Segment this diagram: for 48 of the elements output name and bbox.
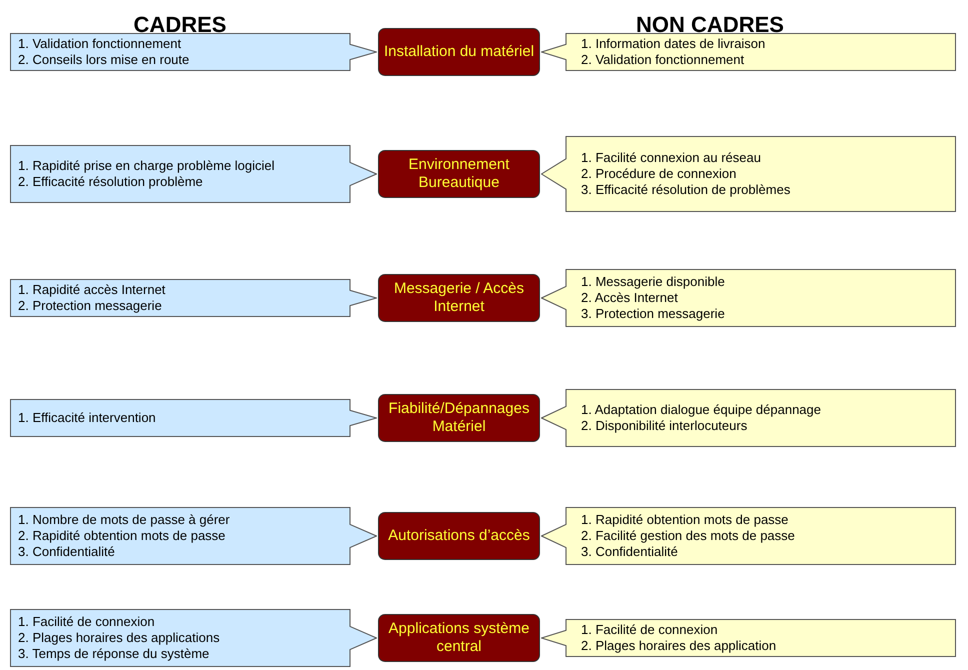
list-item: 1. Adaptation dialogue équipe dépannage [581, 402, 822, 418]
callout-box [541, 33, 956, 71]
list-item: 1. Facilité connexion au réseau [581, 150, 762, 166]
list-item: 3. Protection messagerie [581, 306, 726, 322]
list-item: 2. Rapidité obtention mots de passe [18, 528, 226, 544]
list-item: 1. Nombre de mots de passe à gérer [18, 512, 231, 528]
list-item: 1. Rapidité accès Internet [18, 282, 166, 298]
callout-box [10, 399, 377, 437]
list-item: 1. Information dates de livraison [581, 36, 766, 52]
topic-box: Applications système central [378, 614, 540, 662]
topic-box: Fiabilité/Dépannages Matériel [378, 394, 540, 442]
topic-box: Messagerie / Accès Internet [378, 274, 540, 322]
list-item: 1. Efficacité intervention [18, 410, 157, 426]
list-item: 1. Validation fonctionnement [18, 36, 182, 52]
list-item: 3. Confidentialité [18, 544, 116, 560]
list-item: 1. Messagerie disponible [581, 274, 726, 290]
column-heading: CADRES [132, 12, 228, 38]
callout-box [10, 145, 377, 203]
callout-box [541, 269, 956, 327]
callout-box [10, 279, 377, 317]
list-item: 2. Accès Internet [581, 290, 679, 306]
list-item: 3. Temps de réponse du système [18, 646, 210, 662]
column-heading: NON CADRES [635, 12, 785, 38]
list-item: 2. Plages horaires des applications [18, 630, 221, 646]
list-item: 3. Confidentialité [581, 544, 679, 560]
topic-box: Installation du matériel [378, 28, 540, 76]
callout-box [541, 507, 956, 565]
list-item: 2. Efficacité résolution problème [18, 174, 204, 190]
callout-box [10, 507, 377, 565]
list-item: 2. Protection messagerie [18, 298, 163, 314]
list-item: 2. Disponibilité interlocuteurs [581, 418, 748, 434]
list-item: 2. Facilité gestion des mots de passe [581, 528, 796, 544]
list-item: 1. Facilité de connexion [18, 614, 156, 630]
list-item: 1. Rapidité obtention mots de passe [581, 512, 790, 528]
topic-box: Environnement Bureautique [378, 150, 540, 198]
callout-box [10, 609, 377, 667]
list-item: 2. Plages horaires des application [581, 638, 778, 654]
list-item: 2. Validation fonctionnement [581, 52, 746, 68]
callout-box [541, 389, 956, 447]
list-item: 1. Rapidité prise en charge problème logiciel [18, 158, 276, 174]
list-item: 2. Procédure de connexion [581, 166, 738, 182]
callout-box [541, 619, 956, 657]
list-item: 3. Efficacité résolution de problèmes [581, 182, 792, 198]
list-item: 2. Conseils lors mise en route [18, 52, 190, 68]
callout-box [541, 136, 956, 212]
topic-box: Autorisations d’accès [378, 512, 540, 560]
callout-box [10, 33, 377, 71]
list-item: 1. Facilité de connexion [581, 622, 719, 638]
